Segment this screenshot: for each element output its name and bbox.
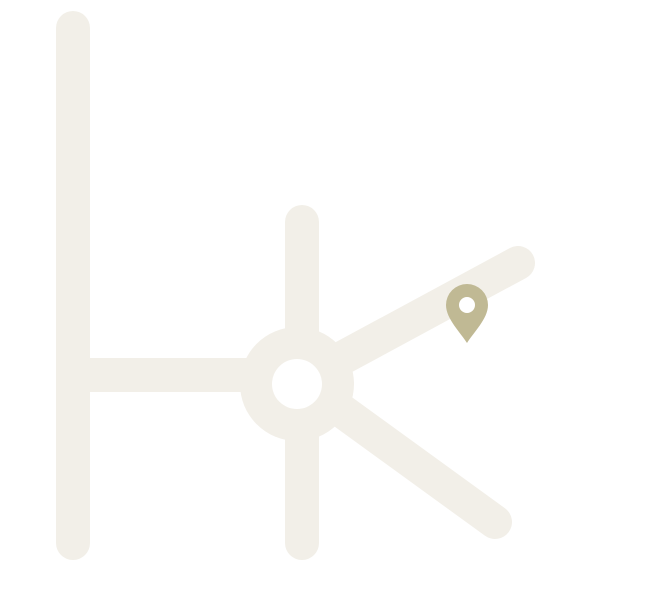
road-diagonal-down [303, 378, 512, 539]
map-pin-icon[interactable] [446, 284, 488, 343]
road-diagonal-up [303, 246, 535, 387]
roundabout-center [272, 359, 322, 409]
